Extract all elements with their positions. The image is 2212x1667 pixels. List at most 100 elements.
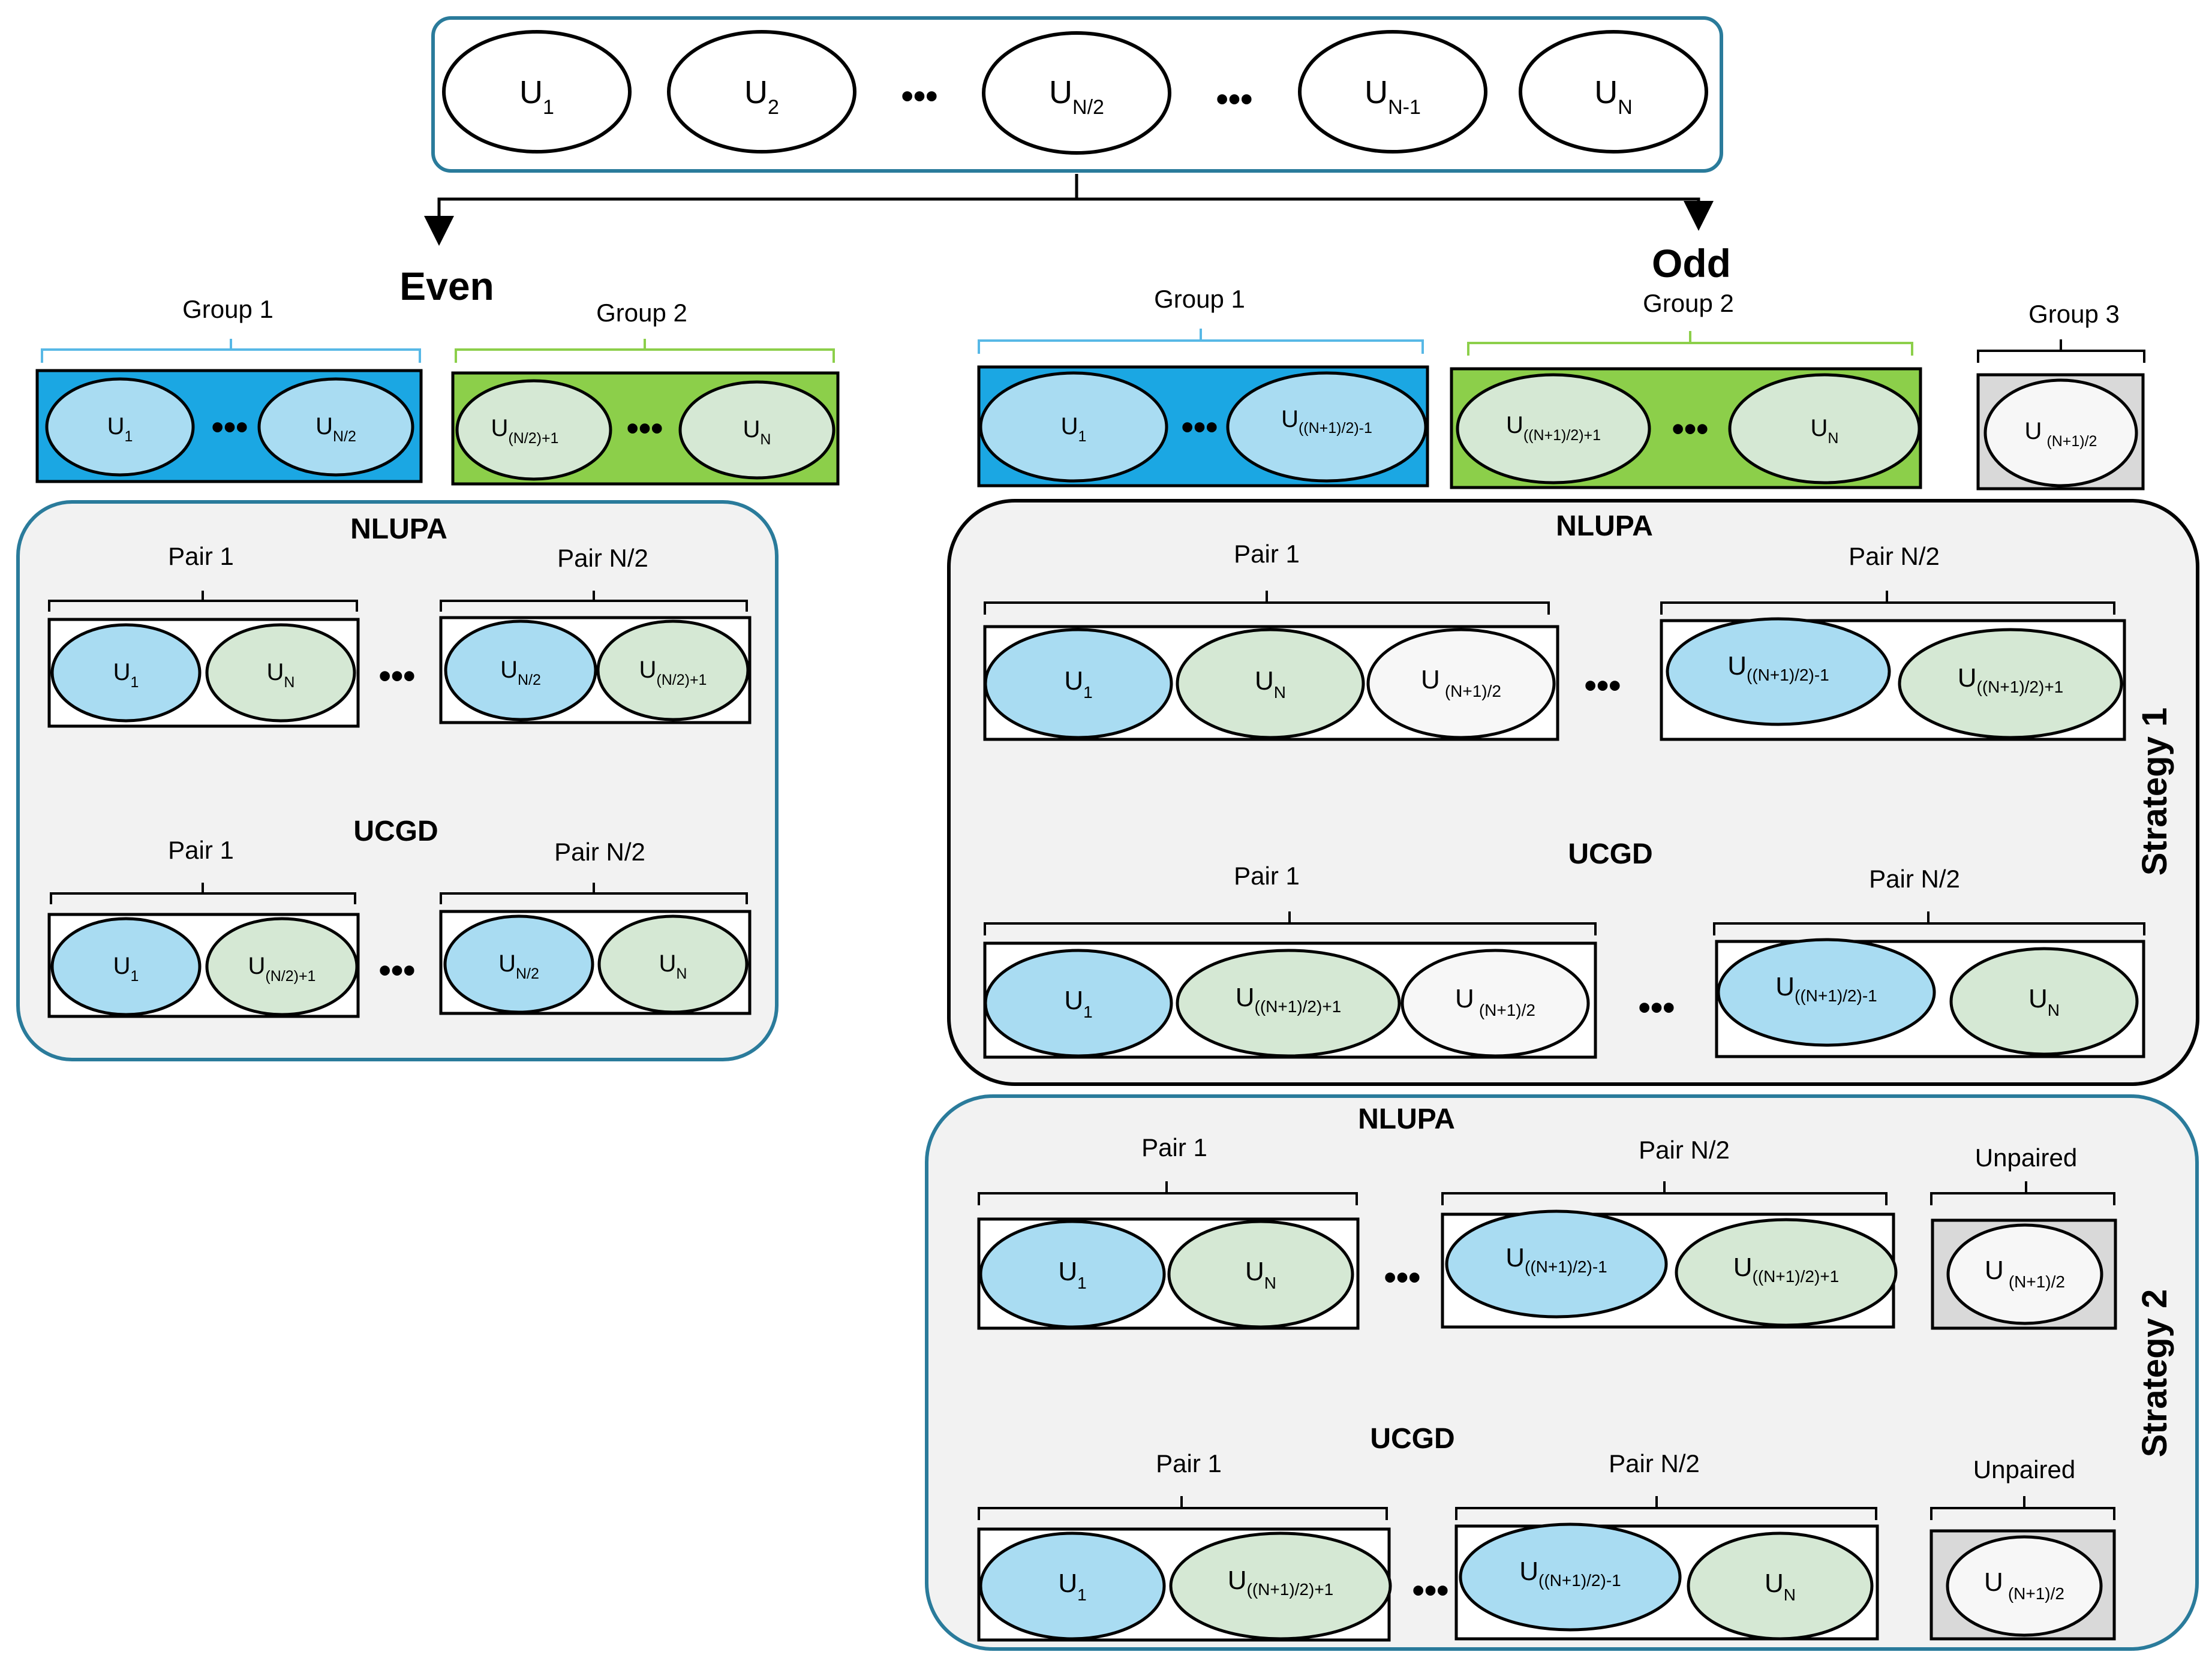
user-label: U((N+1)/2)+1 [1228,1566,1334,1599]
user-ellipse [979,1531,1166,1641]
pair-brace [440,591,748,612]
pair-label: Pair 1 [1234,862,1300,890]
even-group1-label: Group 1 [182,295,274,323]
strategy2-ucgd-title: UCGD [1370,1423,1454,1455]
user-ellipse [1459,1522,1682,1632]
ellipsis: ••• [379,657,416,696]
user-ellipse [667,30,856,154]
user-label: U1 [1058,1257,1086,1292]
user-label: UN [267,659,295,691]
pair-brace [1713,911,2145,935]
user-ellipse [45,377,195,477]
user-ellipse [1176,949,1401,1058]
user-label: U((N+1)/2)+1 [1958,663,2064,696]
even-group1-brace [41,339,421,363]
user-ellipse [455,379,612,481]
user-label: UN [1255,666,1286,702]
user-ellipse [1169,1531,1392,1641]
even-group2-brace [455,339,835,363]
user-label: U1 [1064,986,1092,1021]
pair-label: Pair 1 [168,542,234,570]
user-ellipse [1456,373,1651,485]
ellipsis: ••• [1216,80,1253,119]
ellipsis: ••• [901,77,938,116]
pair-brace [984,911,1597,935]
ellipsis: ••• [212,408,248,447]
user-label: UN/2 [500,657,541,688]
strategy1-nlupa-title: NLUPA [1556,510,1653,542]
user-ellipse [444,619,597,721]
strategy1-ucgd-title: UCGD [1568,838,1652,870]
user-ellipse [1717,938,1936,1047]
user-ellipse [984,628,1173,739]
user-ellipse [1675,1218,1898,1327]
user-ellipse [984,949,1173,1058]
user-ellipse [979,1220,1166,1329]
user-ellipse [1400,949,1590,1058]
user-ellipse [1666,617,1891,726]
user-label: U1 [519,74,554,119]
user-ellipse [1946,1223,2103,1325]
pair-label: Pair N/2 [1639,1136,1730,1164]
user-label: U((N+1)/2)-1 [1505,1243,1607,1276]
user-label: UN-1 [1365,74,1421,119]
user-label: UN [1765,1569,1796,1604]
user-ellipse [442,30,632,154]
ellipsis: ••• [1585,666,1621,705]
pair-brace [1441,1181,1888,1205]
pair-label: Pair N/2 [554,838,645,866]
user-label: U(N+1)/2 [1421,665,1501,700]
user-ellipse [1445,1209,1668,1319]
ellipsis: ••• [1384,1258,1421,1297]
odd-group1-brace [978,329,1424,354]
pair-brace [1660,591,2115,615]
pair-label: Pair 1 [168,836,234,864]
user-ellipse [982,31,1171,155]
user-label: UN [1594,74,1633,119]
pair-label: Pair 1 [1141,1133,1207,1162]
user-label: U(N+1)/2 [1455,984,1535,1019]
odd-group1-label: Group 1 [1154,285,1245,313]
user-label: UN/2 [498,950,539,982]
user-label: U((N+1)/2)+1 [1506,412,1601,444]
user-label: UN/2 [1049,74,1104,119]
ellipsis: ••• [1672,410,1709,449]
unpaired-brace [1930,1496,2115,1520]
user-ellipse [205,623,356,723]
top-users: U1 U2 ••• UN/2 ••• UN-1 UN [442,30,1708,155]
pair-brace [50,883,356,904]
user-ellipse [1176,628,1365,739]
user-ellipse [1366,628,1556,739]
user-label: U((N+1)/2)+1 [1236,983,1342,1016]
ellipsis: ••• [379,951,416,990]
user-label: U1 [107,413,133,445]
user-label: U1 [113,659,139,691]
user-label: U(N+1)/2 [1984,1567,2064,1603]
ellipsis: ••• [1639,988,1675,1027]
user-label: U(N/2)+1 [491,415,559,447]
user-ellipse [1949,947,2139,1056]
user-ellipse [1687,1531,1874,1641]
user-ellipse [50,917,202,1016]
user-label: UN [1245,1257,1276,1292]
pair-label: Pair N/2 [557,544,648,572]
even-group2-label: Group 2 [596,299,687,327]
pair-brace [978,1496,1388,1520]
pair-brace [984,591,1550,615]
user-label: U((N+1)/2)-1 [1727,651,1829,684]
user-label: U1 [1061,413,1087,445]
user-ellipse [1226,371,1427,483]
odd-group3-brace [1977,339,2145,363]
user-ellipse [1898,628,2123,739]
odd-group3-label: Group 3 [2028,300,2120,328]
user-ellipse [443,914,594,1014]
pair-label: Pair N/2 [1609,1449,1700,1478]
pair-brace [440,883,748,904]
user-label: U((N+1)/2)-1 [1281,406,1372,437]
user-label: UN [743,416,771,448]
strategy2-nlupa-title: NLUPA [1358,1103,1455,1135]
user-ellipse [979,371,1168,483]
user-ellipse [596,619,750,721]
user-ellipse [257,377,414,477]
